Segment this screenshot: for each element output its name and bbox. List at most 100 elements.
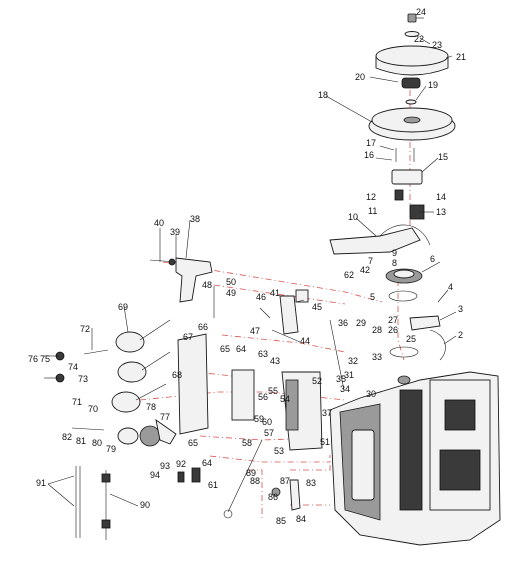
callout-label: 56	[258, 392, 268, 402]
callout-label: 4	[448, 282, 453, 292]
callout-label: 74	[68, 362, 78, 372]
callout-label: 70	[88, 404, 98, 414]
body-70	[111, 391, 141, 413]
callout-label: 48	[202, 280, 212, 290]
plate-66	[177, 333, 209, 435]
callout-label: 24	[416, 7, 426, 17]
callout-label: 2	[458, 330, 463, 340]
part-93	[191, 467, 201, 483]
callout-label: 64	[236, 344, 246, 354]
callout-label: 76	[28, 354, 38, 364]
callout-label: 67	[183, 332, 193, 342]
arm-77	[155, 418, 177, 445]
throttle-lever-assembly	[149, 257, 309, 343]
bolt-43	[271, 329, 301, 343]
stator-15	[391, 169, 423, 185]
callout-label: 9	[392, 248, 397, 258]
callout-label: 46	[256, 292, 266, 302]
callout-label: 21	[456, 52, 466, 62]
callout-label: 90	[140, 500, 150, 510]
callout-label: 89	[246, 468, 256, 478]
pulley-20	[401, 77, 421, 89]
callout-label: 30	[366, 389, 376, 399]
callout-label: 71	[72, 397, 82, 407]
linkage-rods	[75, 439, 301, 540]
callout-label: 37	[322, 408, 332, 418]
callout-label: 78	[146, 402, 156, 412]
callout-label: 57	[264, 428, 274, 438]
callout-label: 91	[36, 478, 46, 488]
callout-label: 80	[92, 438, 102, 448]
callout-label: 84	[296, 514, 306, 524]
body-69a	[115, 331, 145, 353]
callout-label: 41	[270, 288, 280, 298]
callout-label: 65	[188, 438, 198, 448]
callout-label: 66	[198, 322, 208, 332]
rod-61	[227, 439, 263, 513]
callout-label: 15	[438, 152, 448, 162]
callout-label: 73	[78, 374, 88, 384]
callout-label: 25	[406, 334, 416, 344]
callout-label: 42	[360, 265, 370, 275]
bolt-82	[71, 427, 105, 431]
callout-label: 29	[356, 318, 366, 328]
callout-label: 83	[306, 478, 316, 488]
callout-label: 81	[76, 436, 86, 446]
part-84	[289, 479, 301, 511]
callout-label: 13	[436, 207, 446, 217]
hose-36	[329, 319, 345, 391]
callout-label: 51	[320, 437, 330, 447]
leader-lines-bottom	[47, 475, 139, 507]
callout-label: 22	[414, 34, 424, 44]
callout-label: 68	[172, 370, 182, 380]
part-94	[177, 471, 185, 483]
callout-label: 82	[62, 432, 72, 442]
callout-label: 39	[170, 227, 180, 237]
hose-2	[429, 329, 446, 361]
cover-plates	[177, 319, 345, 451]
callout-label: 7	[368, 256, 373, 266]
callout-label: 49	[226, 288, 236, 298]
callout-label: 32	[348, 356, 358, 366]
callout-label: 27	[388, 315, 398, 325]
callout-label: 85	[276, 516, 286, 526]
filter-63	[231, 369, 255, 421]
callout-label: 54	[280, 394, 290, 404]
washer-19	[405, 99, 417, 105]
callout-label: 19	[428, 80, 438, 90]
coil-11	[394, 189, 404, 201]
callout-label: 16	[364, 150, 374, 160]
spring-assembly	[71, 418, 177, 447]
callout-label: 72	[80, 324, 90, 334]
callout-label: 12	[366, 192, 376, 202]
callout-label: 8	[392, 258, 397, 268]
callout-label: 35	[336, 374, 346, 384]
callout-label: 62	[344, 270, 354, 280]
bracket-3	[409, 315, 441, 331]
callout-label: 10	[348, 212, 358, 222]
callout-label: 75	[40, 354, 50, 364]
callout-label: 17	[366, 138, 376, 148]
spring-78	[139, 425, 161, 447]
oring-5	[388, 290, 418, 302]
callout-label: 40	[154, 218, 164, 228]
callout-label: 33	[372, 352, 382, 362]
callout-label: 14	[436, 192, 446, 202]
pump-assembly	[44, 319, 171, 413]
callout-label: 50	[226, 277, 236, 287]
callout-labels: 24 22 23 21 20 19 18 17 16 15 12 11 14 1…	[28, 7, 466, 526]
bolt-72	[83, 349, 109, 355]
callout-label: 58	[242, 438, 252, 448]
callout-label: 5	[370, 292, 375, 302]
callout-label: 79	[106, 444, 116, 454]
callout-label: 47	[250, 326, 260, 336]
washer-22	[404, 31, 420, 37]
callout-label: 63	[258, 349, 268, 359]
callout-label: 44	[300, 336, 310, 346]
callout-label: 38	[190, 214, 200, 224]
callout-label: 18	[318, 90, 328, 100]
callout-label: 28	[372, 325, 382, 335]
callout-label: 60	[262, 417, 272, 427]
lever-38	[175, 257, 213, 303]
